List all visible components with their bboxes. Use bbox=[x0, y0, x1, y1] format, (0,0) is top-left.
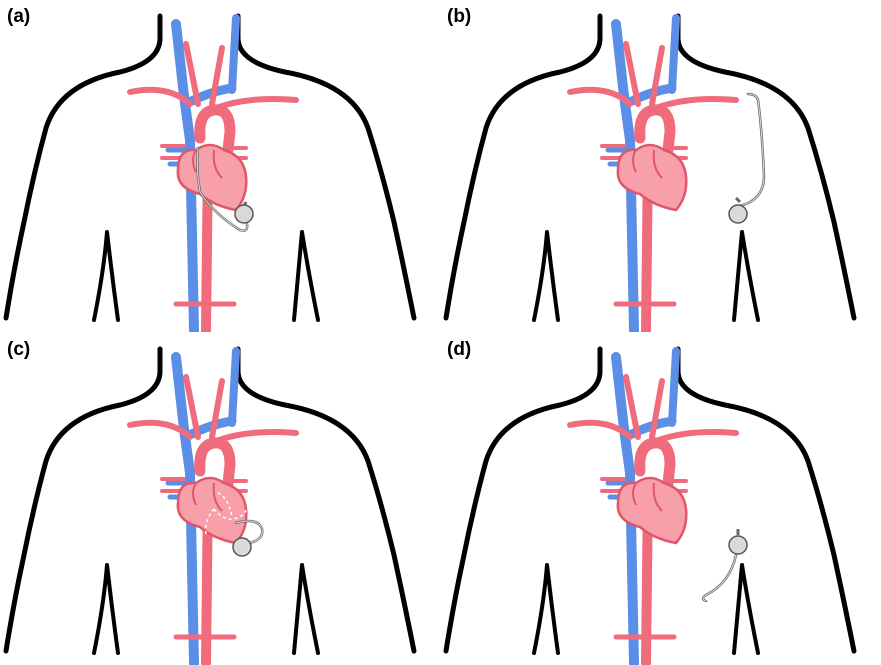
torso-diagram-a bbox=[0, 0, 440, 332]
armpit-contour bbox=[294, 565, 318, 653]
subclavian-artery bbox=[656, 99, 736, 108]
panel-d: (d) bbox=[440, 333, 880, 665]
torso-diagram-b bbox=[440, 0, 880, 332]
torso-diagram-c bbox=[0, 333, 440, 665]
aortic-arch bbox=[640, 110, 670, 150]
subclavian-artery bbox=[216, 432, 296, 441]
torso-outline bbox=[446, 16, 600, 318]
device-generator bbox=[235, 205, 253, 223]
torso-outline bbox=[238, 349, 414, 651]
jugular-vein bbox=[672, 18, 676, 90]
armpit-contour bbox=[534, 232, 558, 320]
device-generator bbox=[233, 538, 251, 556]
panel-label-d: (d) bbox=[447, 339, 471, 361]
torso-outline bbox=[238, 16, 414, 318]
panel-label-b: (b) bbox=[447, 6, 471, 28]
panel-c: (c) bbox=[0, 333, 440, 665]
panel-a: (a) bbox=[0, 0, 440, 332]
torso-diagram-d bbox=[440, 333, 880, 665]
armpit-contour bbox=[734, 565, 758, 653]
armpit-contour bbox=[294, 232, 318, 320]
device-lead-highlight bbox=[703, 555, 736, 601]
aortic-arch bbox=[200, 110, 230, 150]
torso-outline bbox=[446, 349, 600, 651]
torso-outline bbox=[6, 349, 160, 651]
panel-label-c: (c) bbox=[7, 339, 30, 361]
armpit-contour bbox=[734, 232, 758, 320]
armpit-contour bbox=[94, 232, 118, 320]
aortic-arch bbox=[200, 443, 230, 483]
torso-outline bbox=[6, 16, 160, 318]
armpit-contour bbox=[94, 565, 118, 653]
subclavian-artery bbox=[216, 99, 296, 108]
torso-outline bbox=[678, 349, 854, 651]
aortic-arch bbox=[640, 443, 670, 483]
jugular-vein bbox=[232, 18, 236, 90]
jugular-vein bbox=[672, 351, 676, 423]
jugular-vein bbox=[232, 351, 236, 423]
device-generator bbox=[729, 536, 747, 554]
device-lead bbox=[740, 94, 764, 206]
device-generator bbox=[729, 205, 747, 223]
subclavian-artery bbox=[656, 432, 736, 441]
armpit-contour bbox=[534, 565, 558, 653]
device-connector bbox=[736, 198, 740, 202]
panel-b: (b) bbox=[440, 0, 880, 332]
torso-outline bbox=[678, 16, 854, 318]
panel-label-a: (a) bbox=[7, 6, 30, 28]
